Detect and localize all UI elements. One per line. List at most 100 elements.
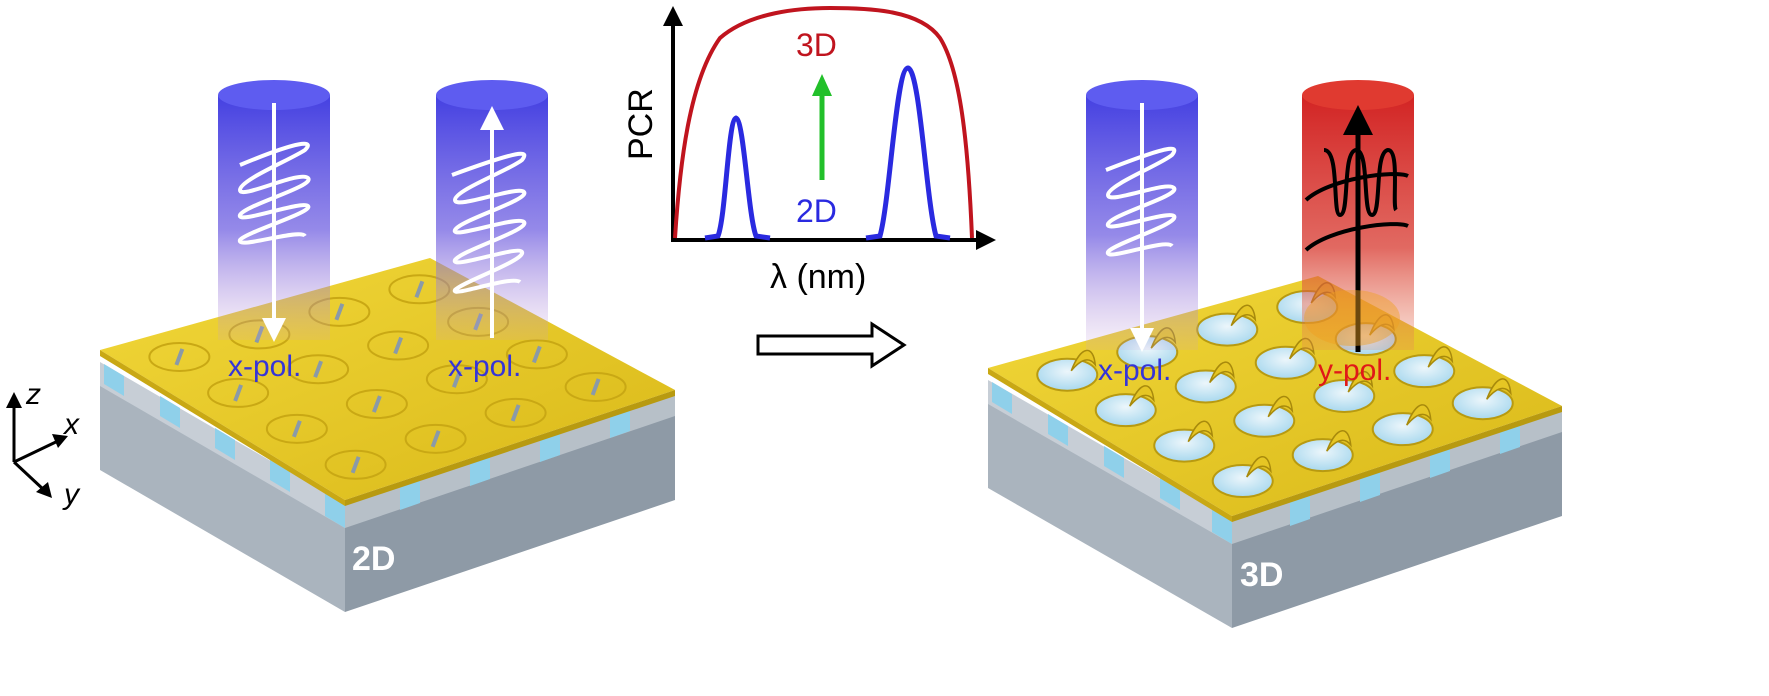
gold-film-edge-right: [345, 390, 675, 506]
curve-2d: [704, 65, 951, 241]
hole: [1153, 428, 1216, 463]
hole: [1036, 357, 1099, 392]
beam-out-label-3d: y-pol.: [1318, 354, 1391, 387]
cut-pattern-2d: [148, 274, 627, 480]
gold-film-edge-front: [100, 350, 345, 506]
inset-ylabel: PCR: [622, 88, 660, 160]
cut-slit: [414, 280, 425, 298]
cut-ring: [404, 423, 467, 454]
coordinate-axes: z x y: [6, 378, 81, 511]
hole: [1393, 354, 1456, 389]
cut-slit: [430, 430, 441, 448]
polarization-wave-out-3d: [1304, 147, 1409, 252]
hole: [1291, 438, 1354, 473]
incident-beam-2d: [218, 80, 330, 342]
cut-ring: [207, 377, 270, 408]
cut-slit: [350, 456, 361, 474]
hole: [1196, 312, 1259, 347]
curve-3d: [673, 5, 974, 239]
raised-flap: [1326, 430, 1352, 452]
cut-slit: [393, 336, 403, 355]
x-axis-label: x: [62, 408, 80, 441]
cut-ring: [148, 341, 211, 372]
substrate-front-face-3d: [988, 388, 1232, 628]
cut-ring: [505, 339, 568, 370]
substrate-right-face: [345, 400, 675, 612]
gold-film-3d-edge-front: [988, 368, 1232, 522]
hole: [1451, 386, 1514, 421]
raised-flap: [1406, 404, 1432, 426]
cut-slit: [372, 395, 382, 413]
beam-in-label-3d: x-pol.: [1098, 354, 1171, 387]
raised-flap: [1427, 346, 1454, 368]
cut-slit: [510, 404, 521, 422]
incident-beam-3d: [1086, 80, 1198, 352]
x-axis-arrowhead: [52, 434, 68, 448]
reflected-beam-3d: [1302, 80, 1414, 352]
cut-ring: [287, 354, 350, 385]
raised-flap: [1230, 304, 1257, 327]
substrate-front-face: [100, 370, 345, 612]
raised-flap: [1267, 395, 1294, 418]
cut-slit: [334, 303, 345, 321]
cut-slit: [313, 360, 323, 378]
transition-arrow: [756, 321, 907, 369]
y-axis-label: y: [62, 478, 81, 511]
raised-flap: [1347, 370, 1374, 393]
y-axis: [12, 460, 46, 492]
z-axis-label: z: [25, 378, 41, 411]
cut-slit: [452, 370, 462, 388]
hole: [1313, 378, 1376, 413]
panel-label-2d: 2D: [352, 540, 395, 578]
hole: [1254, 345, 1317, 380]
curve-3d-label: 3D: [796, 27, 837, 63]
hole: [1094, 393, 1157, 428]
raised-flap: [1129, 385, 1155, 407]
z-axis-arrowhead: [6, 392, 22, 408]
substrate-right-face-3d: [1232, 416, 1562, 628]
inset-y-arrowhead: [663, 6, 683, 26]
inset-x-arrowhead: [976, 230, 996, 250]
cut-ring: [564, 371, 627, 402]
pcr-inset-plot: PCR λ (nm) 3D 2D: [622, 5, 996, 296]
raised-flap: [1486, 378, 1512, 400]
raised-flap: [1209, 361, 1235, 383]
structure-2d: 2D: [100, 258, 675, 612]
cut-slit: [292, 420, 302, 438]
cut-slit: [532, 345, 542, 364]
hole: [1233, 403, 1296, 438]
x-axis: [13, 438, 61, 464]
hole: [1371, 412, 1434, 447]
raised-flap: [1070, 349, 1097, 372]
inset-xlabel: λ (nm): [770, 258, 866, 296]
reflected-beam-2d: [436, 80, 548, 340]
panel-label-3d: 3D: [1240, 556, 1283, 594]
hole: [1174, 369, 1237, 404]
hole: [1211, 464, 1274, 499]
hotspot-glow: [1304, 290, 1400, 346]
raised-flap: [1187, 420, 1214, 443]
cut-ring: [324, 449, 387, 480]
cut-ring: [484, 397, 547, 428]
cut-slit: [590, 378, 601, 396]
structure-3d: 3D: [988, 276, 1562, 628]
cut-ring: [345, 389, 408, 420]
raised-flap: [1246, 456, 1272, 478]
polarization-wave-in-3d: [1105, 146, 1177, 257]
cut-ring: [367, 330, 430, 361]
improvement-arrowhead: [812, 74, 832, 96]
spacer-right-3d: [1232, 408, 1562, 544]
polarization-wave-in-2d: [237, 141, 311, 245]
cut-ring: [425, 364, 488, 395]
beam-out-label-2d: x-pol.: [448, 350, 521, 383]
cut-slit: [233, 384, 243, 402]
cut-ring: [265, 413, 328, 444]
spacer-blocks-3d: [992, 382, 1520, 544]
spacer-right: [345, 392, 675, 528]
y-axis-arrowhead: [36, 482, 52, 498]
beam-in-label-2d: x-pol.: [228, 350, 301, 383]
gold-film-3d-edge-right: [1232, 406, 1562, 522]
cut-slit: [174, 348, 185, 366]
curve-2d-label: 2D: [796, 193, 837, 229]
